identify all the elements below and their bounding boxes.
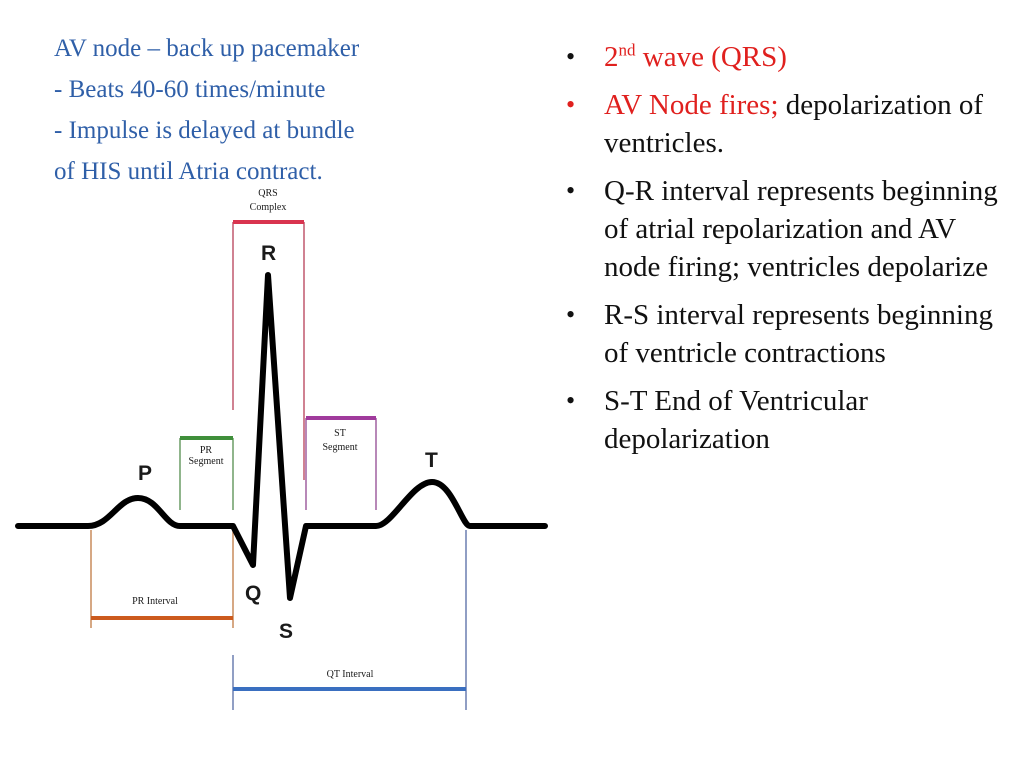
pr-segment-label-line2: Segment	[189, 456, 224, 467]
bullet-marker: •	[566, 300, 576, 329]
bullet-item: • Q-R interval represents beginning of a…	[560, 172, 1000, 286]
wave-label-p: P	[138, 462, 152, 485]
bullet-1-pre: 2	[604, 41, 619, 73]
bullet-item: • 2nd wave (QRS)	[560, 38, 1000, 76]
st-segment-label-line1: ST	[334, 428, 346, 439]
bullet-marker: •	[566, 386, 576, 415]
bullet-4-text: R-S interval represents beginning of ven…	[604, 299, 993, 369]
bullet-marker: •	[566, 176, 576, 205]
ecg-trace	[15, 272, 548, 601]
wave-label-t: T	[425, 449, 438, 472]
qrs-complex-label-line1: QRS	[258, 188, 277, 199]
bullet-item: • AV Node fires; depolarization of ventr…	[560, 86, 1000, 162]
caption-line-4: of HIS until Atria contract.	[54, 158, 323, 185]
bullet-5-text: S-T End of Ventricular depolarization	[604, 385, 868, 455]
wave-label-q: Q	[245, 582, 261, 605]
wave-label-r: R	[261, 242, 276, 265]
qt-interval-label: QT Interval	[327, 669, 374, 680]
bullet-item: • S-T End of Ventricular depolarization	[560, 382, 1000, 458]
caption-line-2: - Beats 40-60 times/minute	[54, 76, 326, 103]
bullet-3-text: Q-R interval represents beginning of atr…	[604, 175, 998, 283]
caption-line-1: AV node – back up pacemaker	[54, 35, 360, 62]
caption-line-3: - Impulse is delayed at bundle	[54, 117, 355, 144]
pr-interval-label: PR Interval	[132, 596, 178, 607]
bullet-1-superscript: nd	[618, 40, 636, 60]
qrs-complex-label-line2: Complex	[250, 202, 287, 213]
bullet-2-text: depolarization of ventricles.	[604, 89, 984, 159]
caption-text: AV node – back up pacemaker - Beats 40-6…	[54, 28, 494, 192]
bullet-marker: •	[566, 90, 576, 119]
bullet-2-highlight: AV Node fires;	[604, 89, 779, 121]
wave-label-s: S	[279, 620, 293, 643]
bullet-item: • R-S interval represents beginning of v…	[560, 296, 1000, 372]
ecg-diagram: R P T Q S QRS Complex PR Segment ST Segm…	[15, 188, 548, 710]
bullet-1-text: 2nd wave (QRS)	[604, 41, 787, 73]
bullet-marker: •	[566, 42, 576, 71]
bullet-list: • 2nd wave (QRS) • AV Node fires; depola…	[560, 38, 1000, 468]
bullet-1-post: wave (QRS)	[635, 41, 787, 73]
pr-segment-label-line1: PR	[200, 445, 213, 456]
st-segment-label-line2: Segment	[323, 442, 358, 453]
